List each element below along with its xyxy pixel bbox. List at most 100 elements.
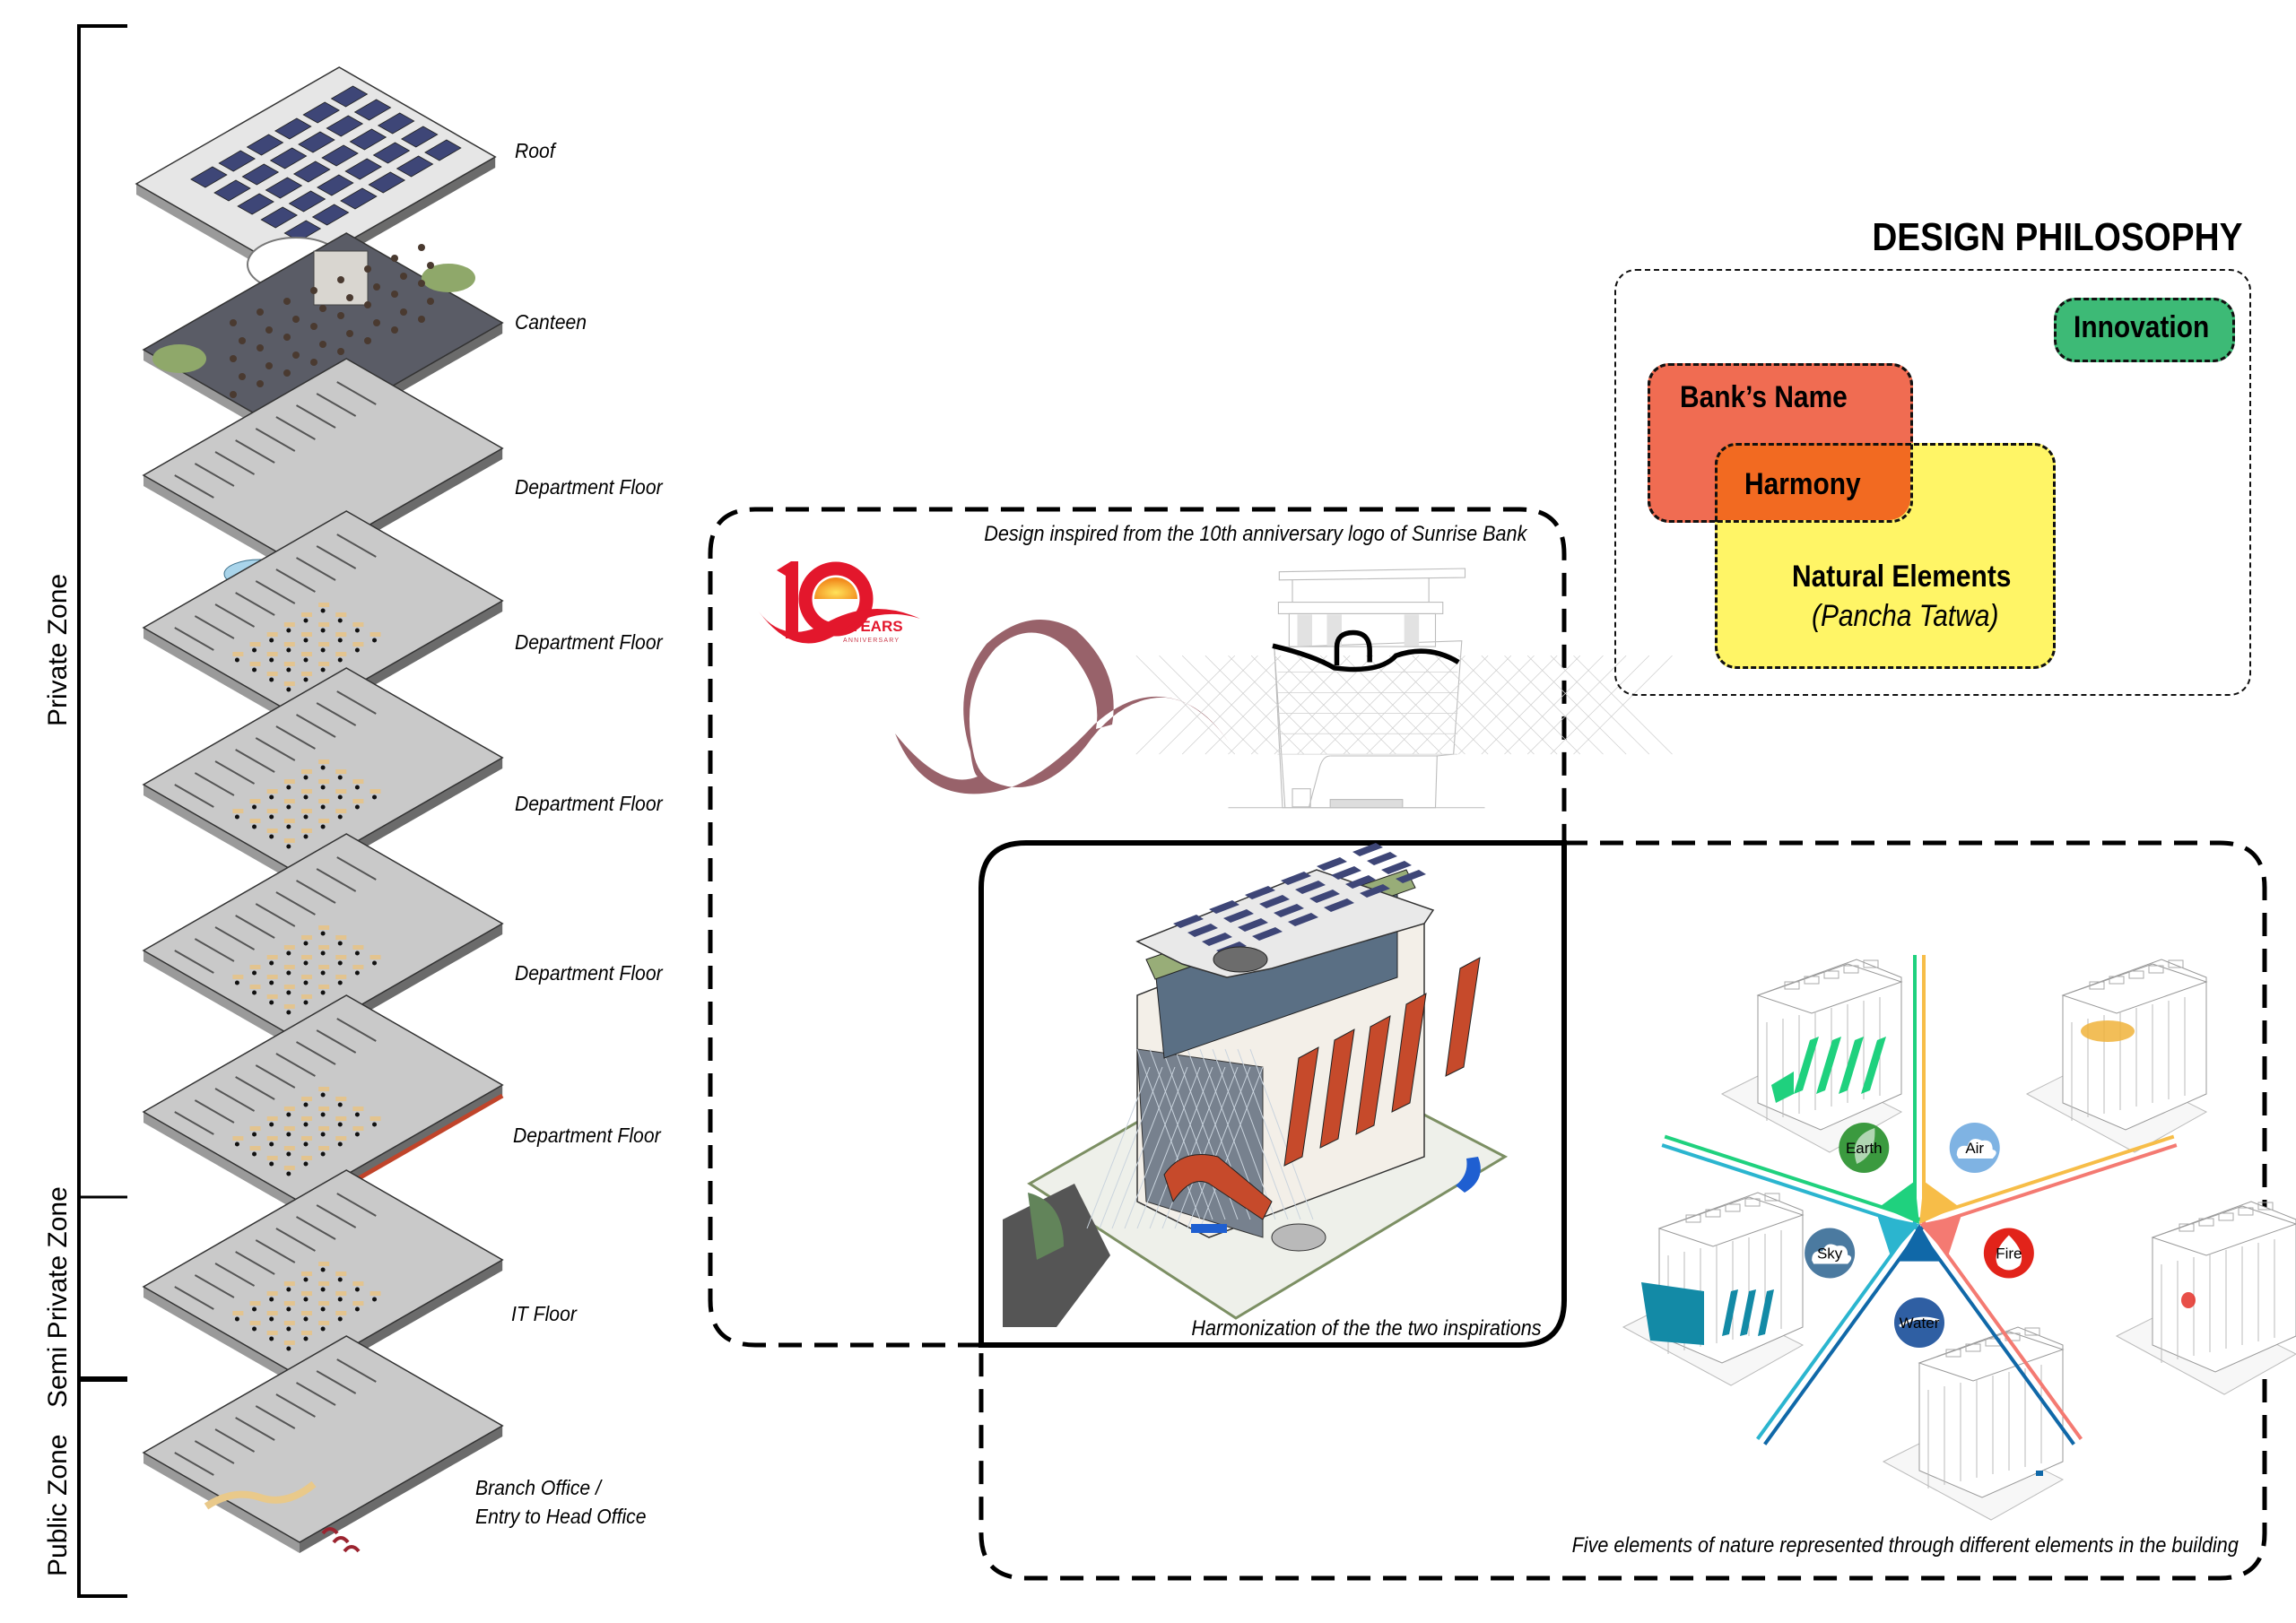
exploded-floor-stack <box>135 66 504 1553</box>
solar-panel <box>1317 857 1347 871</box>
red-facade-fin <box>1283 1046 1319 1167</box>
solar-panel <box>317 174 354 196</box>
element-ray <box>1917 1134 2175 1222</box>
solar-panel <box>349 128 387 151</box>
floor-label-it: IT Floor <box>511 1302 577 1325</box>
element-ray <box>1763 1225 1925 1445</box>
solar-panel <box>1309 890 1340 903</box>
building-elevation-drawing <box>1135 568 1673 809</box>
solar-panel <box>1209 900 1239 914</box>
element-label-sky: Sky <box>1817 1245 1843 1262</box>
solar-panel <box>1223 909 1254 923</box>
solar-panel <box>292 161 331 183</box>
element-building-sketch <box>1720 959 1903 1153</box>
element-badge-air: Air <box>1949 1123 2000 1174</box>
philosophy-label-bank-name: Bank’s Name <box>1680 380 1848 414</box>
floor-label-department-2: Department Floor <box>515 630 663 654</box>
solar-panel <box>1238 918 1268 932</box>
philosophy-innovation-box <box>2054 298 2235 362</box>
element-wedge <box>1877 1215 1919 1256</box>
element-ray <box>1664 1134 1922 1222</box>
solar-panel <box>1345 875 1376 889</box>
element-badge-earth: Earth <box>1839 1123 1890 1174</box>
wave-icon <box>1899 1316 1940 1328</box>
solar-panel <box>241 163 280 186</box>
logo-anniversary-text: ANNIVERSARY <box>843 638 900 644</box>
solar-panel <box>368 171 406 194</box>
solar-panel <box>298 131 335 153</box>
solar-panel <box>1324 898 1354 912</box>
element-label-earth: Earth <box>1846 1140 1883 1157</box>
solar-panel <box>396 155 434 178</box>
floor-label-department-5: Department Floor <box>513 1124 661 1147</box>
solar-panel <box>321 144 359 167</box>
element-ray <box>1661 1143 1919 1230</box>
solar-panel <box>269 147 308 169</box>
solar-panel <box>1252 927 1283 941</box>
element-badge-sky: Sky <box>1805 1228 1856 1279</box>
floor-label-canteen: Canteen <box>515 310 587 334</box>
floor-label-branch-line1: Branch Office / <box>475 1476 601 1499</box>
element-building-sketch <box>1882 1326 2065 1521</box>
cloud-icon <box>1812 1244 1852 1264</box>
element-wedge <box>1919 1181 1959 1224</box>
solar-panel <box>1281 872 1311 885</box>
solar-panel <box>1381 861 1412 874</box>
solar-panel <box>213 179 251 202</box>
philosophy-label-harmony: Harmony <box>1744 467 1861 501</box>
solar-panel <box>265 177 303 199</box>
leaf-icon <box>1854 1128 1875 1165</box>
floor-label-branch-office: Branch Office / Entry to Head Office <box>475 1473 647 1531</box>
solar-panel <box>1367 852 1397 865</box>
solar-panel <box>1202 933 1232 946</box>
philosophy-label-natural-elements: Natural Elements <box>1792 560 2012 594</box>
solar-panel <box>1360 884 1390 898</box>
solar-panel <box>1173 915 1204 928</box>
harmonization-caption: Harmonization of the the two inspiration… <box>1191 1316 1542 1341</box>
solar-panel <box>340 187 378 210</box>
solar-panel <box>330 85 369 108</box>
solar-panel <box>1259 895 1290 908</box>
element-label-air: Air <box>1965 1140 1984 1157</box>
philosophy-harmony-overlap <box>1715 443 1910 520</box>
flame-icon <box>1996 1235 2022 1271</box>
red-facade-fin <box>1445 957 1481 1077</box>
element-ray <box>1756 1219 1918 1440</box>
element-building-sketch <box>2115 1201 2296 1395</box>
philosophy-outer-box <box>1614 269 2251 696</box>
solar-panel <box>1245 886 1275 899</box>
design-philosophy-title: DESIGN PHILOSOPHY <box>1871 215 2242 259</box>
solar-panel <box>377 112 415 135</box>
solar-panel <box>311 204 350 226</box>
solar-panel <box>260 206 299 229</box>
inspiration-caption: Design inspired from the 10th anniversar… <box>983 522 1526 546</box>
element-wedge <box>1880 1181 1919 1224</box>
floor-label-department-1: Department Floor <box>515 475 663 499</box>
solar-panel <box>344 158 382 180</box>
five-elements-caption: Five elements of nature represented thro… <box>1571 1533 2239 1558</box>
element-badge-fire: Fire <box>1983 1228 2034 1279</box>
element-wedge <box>1919 1215 1961 1256</box>
solar-panel <box>246 134 284 156</box>
element-building-sketch <box>1622 1192 1805 1386</box>
logo-years-text: YEARS <box>850 618 903 635</box>
solar-panel <box>1295 881 1326 894</box>
floor-label-department-4: Department Floor <box>515 961 663 985</box>
harmonized-building-illustration <box>1003 843 1509 1327</box>
element-circle <box>1894 1298 1944 1348</box>
solar-panel <box>190 166 228 188</box>
solar-panel <box>1274 904 1304 917</box>
solar-panel <box>218 150 257 172</box>
solar-panel <box>1331 866 1361 880</box>
solar-panel <box>1187 924 1218 937</box>
solar-panel <box>1288 913 1318 926</box>
solar-panel <box>1396 870 1426 883</box>
floor-label-roof: Roof <box>515 139 555 162</box>
element-badge-water: Water <box>1894 1298 1944 1348</box>
element-label-water: Water <box>1900 1315 1940 1332</box>
solar-panel <box>274 117 312 140</box>
road <box>1003 1184 1110 1327</box>
philosophy-label-pancha-tatwa: (Pancha Tatwa) <box>1812 599 1999 633</box>
